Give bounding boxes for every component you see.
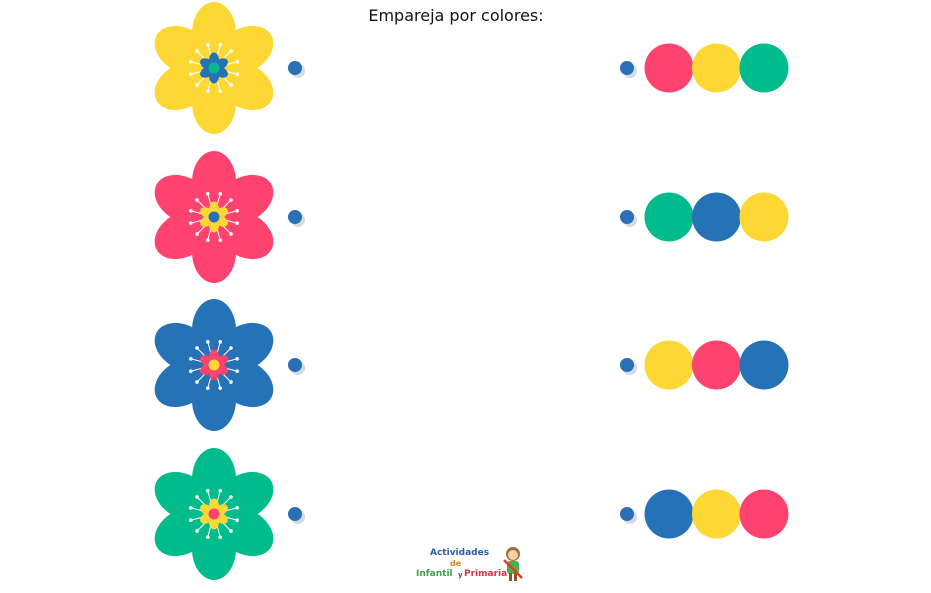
page-title: Empareja por colores: <box>368 6 544 25</box>
color-circle-pink <box>644 43 694 93</box>
match-dot-right-4[interactable] <box>620 507 637 524</box>
color-circle-yellow <box>644 340 694 390</box>
color-circle-green <box>644 192 694 242</box>
flower-center <box>208 211 220 223</box>
match-dot-right-3[interactable] <box>620 358 637 375</box>
match-dot-left-2[interactable] <box>288 210 305 227</box>
match-dot-right-2[interactable] <box>620 210 637 227</box>
color-set-3[interactable] <box>644 340 789 390</box>
logo-text-actividades: Actividades <box>430 548 490 558</box>
match-dot-left-1[interactable] <box>288 61 305 78</box>
match-dot-right-1[interactable] <box>620 61 637 78</box>
logo-text-de: de <box>450 559 462 568</box>
flower-green[interactable] <box>146 448 282 580</box>
match-dot-left-3[interactable] <box>288 358 305 375</box>
match-dot-left-4[interactable] <box>288 507 305 524</box>
logo-character-icon <box>503 547 523 581</box>
color-set-2[interactable] <box>644 192 789 242</box>
site-logo: Actividades de Infantil y Primaria <box>414 546 534 586</box>
color-circle-blue <box>739 340 789 390</box>
color-circle-pink <box>692 340 741 390</box>
logo-text-y: y <box>458 571 463 579</box>
flower-yellow[interactable] <box>146 2 282 134</box>
color-circle-blue <box>692 192 741 242</box>
flower-center <box>208 359 220 371</box>
flower-blue[interactable] <box>146 299 282 431</box>
logo-text-primaria: Primaria <box>464 569 508 579</box>
color-circle-blue <box>644 489 694 539</box>
logo-text-infantil: Infantil <box>416 569 453 579</box>
color-circle-yellow <box>692 489 741 539</box>
color-circle-yellow <box>739 192 789 242</box>
flower-pink[interactable] <box>146 151 282 283</box>
flower-center <box>208 508 220 520</box>
flower-center <box>208 62 220 74</box>
color-set-4[interactable] <box>644 489 789 539</box>
color-circle-yellow <box>692 43 741 93</box>
color-circle-pink <box>739 489 789 539</box>
color-circle-green <box>739 43 789 93</box>
color-set-1[interactable] <box>644 43 789 93</box>
